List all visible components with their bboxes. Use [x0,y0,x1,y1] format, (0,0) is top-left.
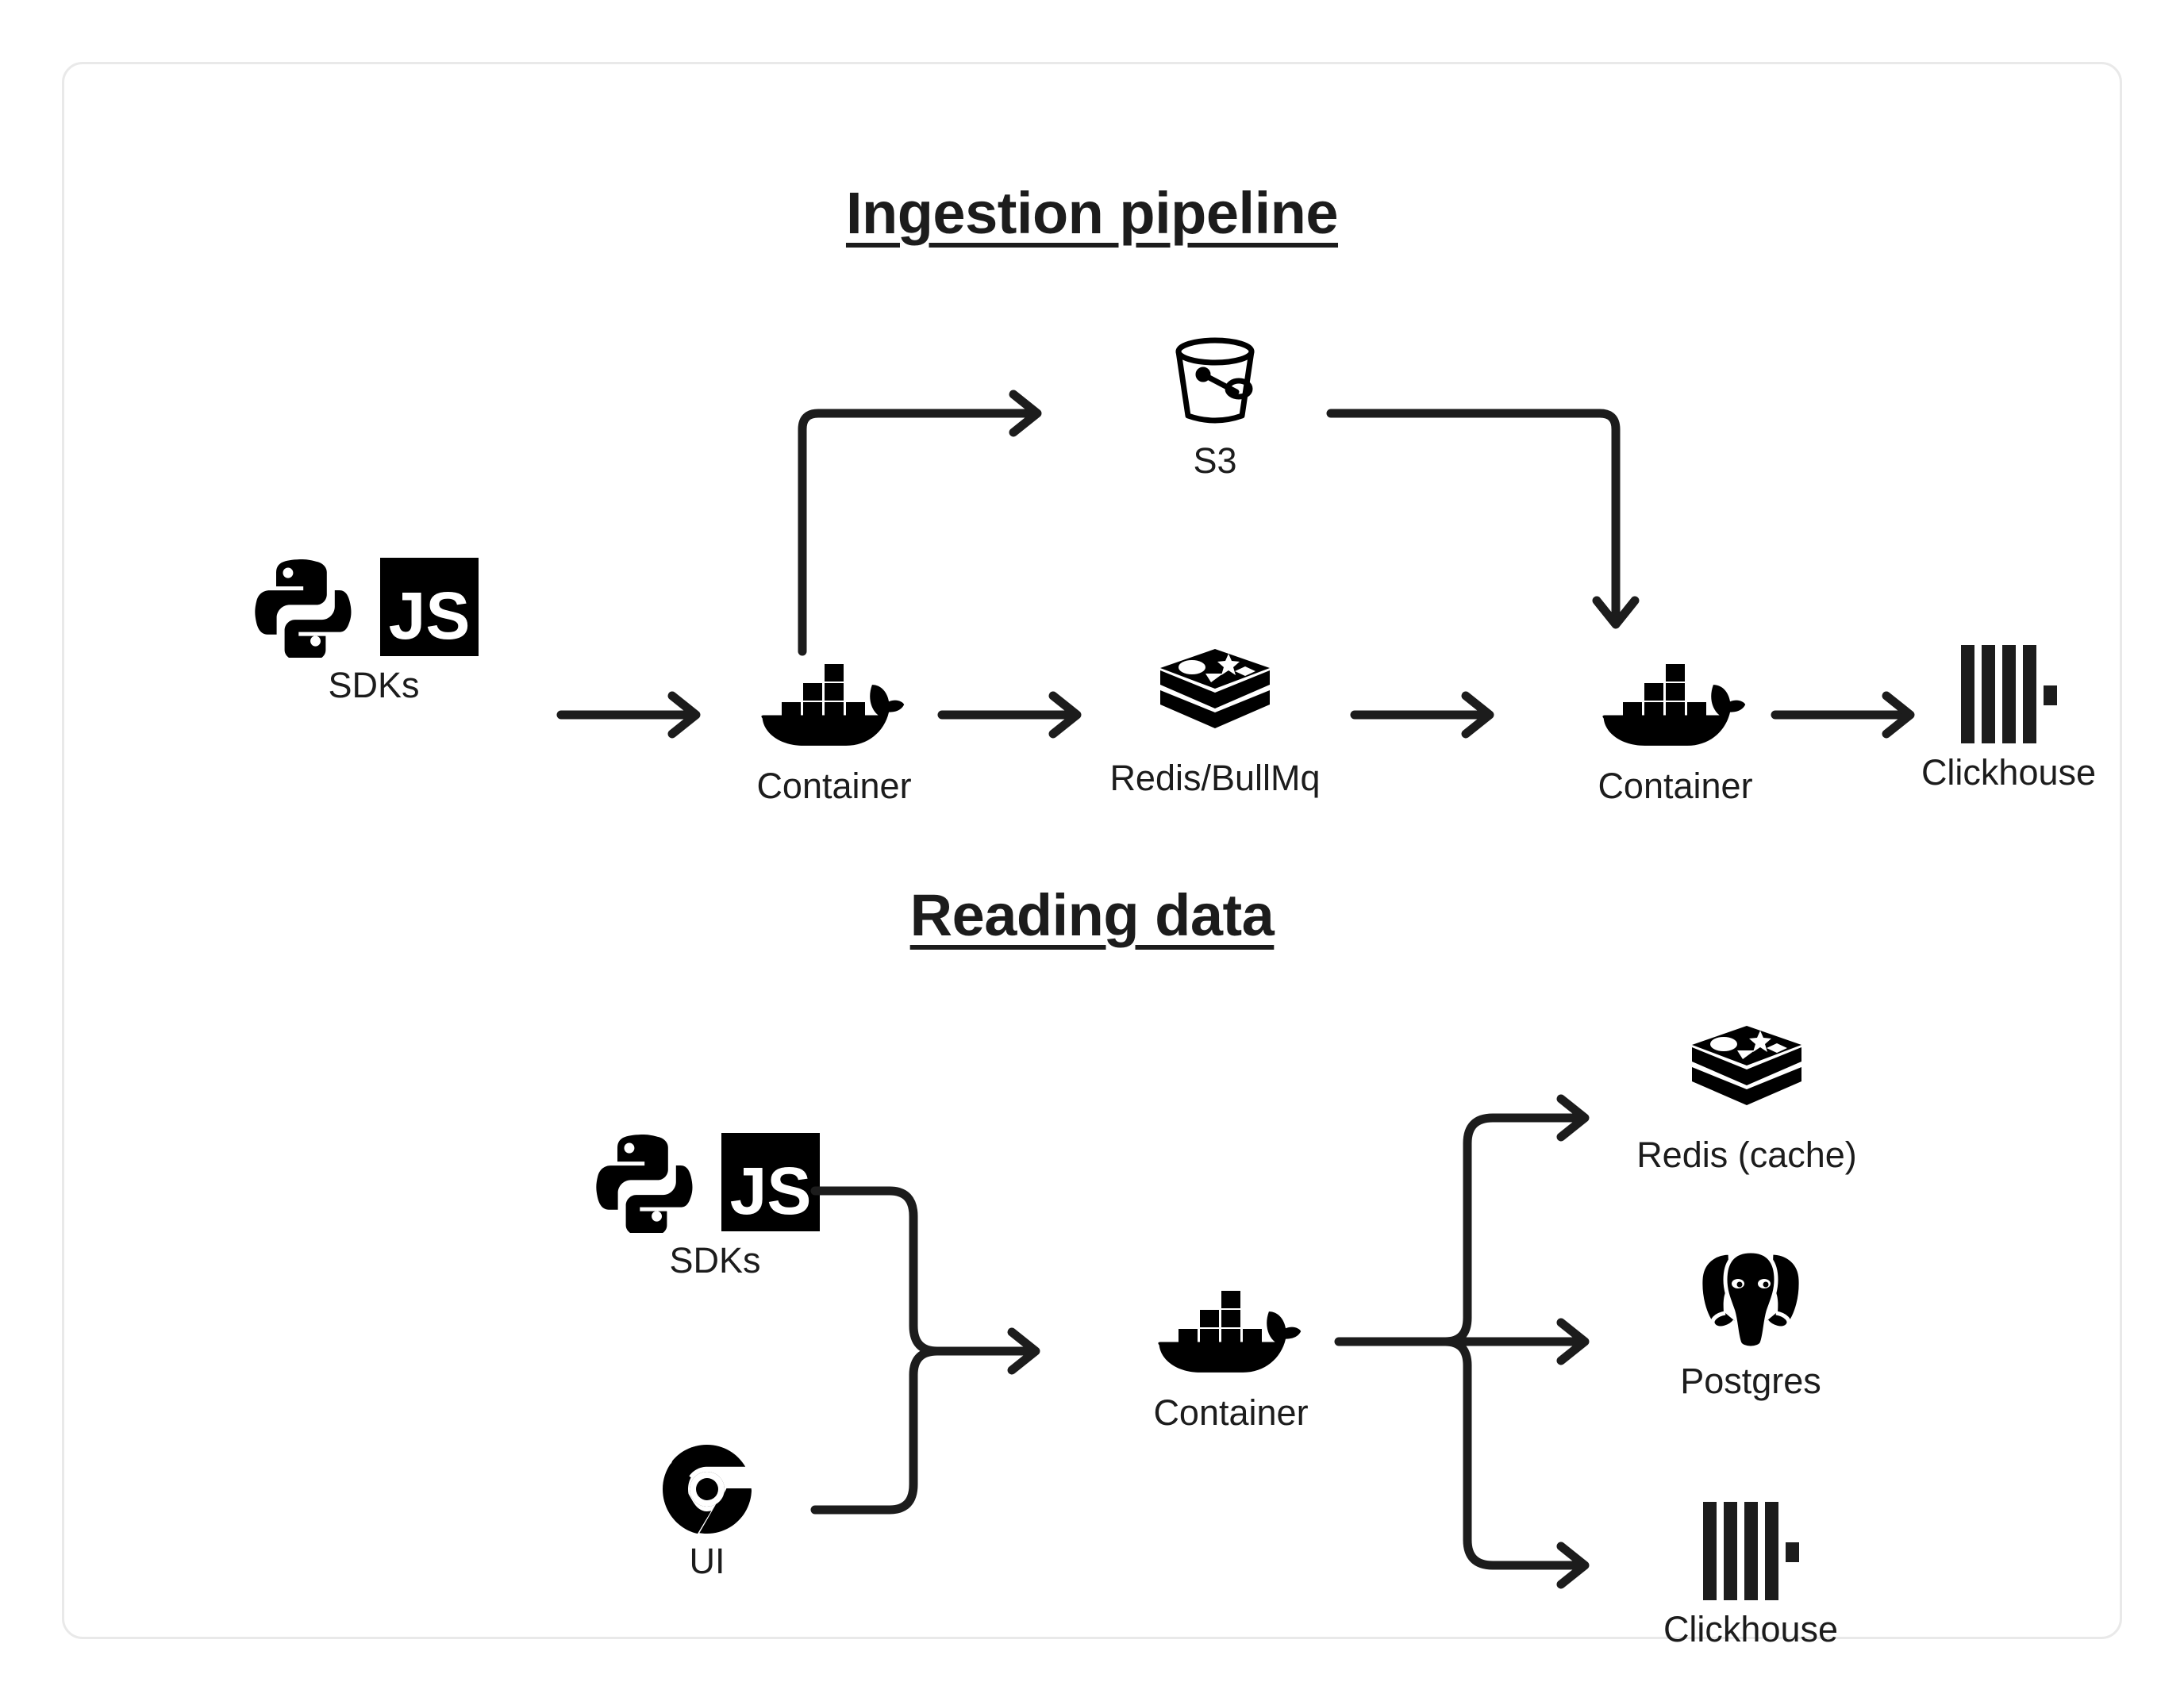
node-label-s3: S3 [1193,440,1237,481]
node-ui[interactable]: UI [628,1445,786,1581]
postgres-elephant-icon [1695,1246,1806,1354]
node-label-container-1: Container [756,766,912,806]
node-label-container-read: Container [1153,1392,1309,1433]
edge-container-1-to-s3 [779,382,1064,659]
node-sdks[interactable]: JS SDKs [247,556,501,705]
docker-icon [1601,651,1749,758]
bucket-icon [1163,330,1267,433]
section-title-ingestion: Ingestion pipeline [845,180,1339,246]
chrome-icon [663,1445,752,1534]
clickhouse-icon [1959,643,2059,745]
edge-s3-to-container-2 [1326,382,1659,643]
node-redis-cache[interactable]: Redis (cache) [1604,1024,1890,1175]
node-label-sdks: SDKs [328,665,420,705]
docker-icon [1157,1278,1305,1385]
diagram-card: Ingestion pipeline JS SDKs [62,62,2122,1649]
python-js-sdk-icon: JS [596,1131,834,1233]
node-clickhouse-read[interactable]: Clickhouse [1624,1500,1878,1649]
clickhouse-icon [1701,1500,1801,1602]
redis-icon [1687,1024,1806,1127]
edge-container-2-to-clickhouse [1771,691,1929,739]
node-label-redis-bullmq: Redis/BullMq [1109,758,1321,798]
node-label-container-2: Container [1598,766,1753,806]
docker-icon [760,651,908,758]
node-label-sdks-read: SDKs [669,1240,761,1281]
node-postgres[interactable]: Postgres [1624,1246,1878,1401]
python-js-sdk-icon: JS [255,556,493,658]
section-title-reading: Reading data [909,882,1275,948]
svg-text:JS: JS [389,578,471,653]
node-label-postgres: Postgres [1680,1361,1821,1401]
node-sdks-read[interactable]: JS SDKs [588,1131,842,1281]
node-container-read[interactable]: Container [1104,1278,1358,1433]
node-label-clickhouse-read: Clickhouse [1663,1609,1839,1649]
edge-merge-to-container-read [810,1175,1064,1524]
svg-text:JS: JS [730,1154,812,1228]
edge-redis-to-container-2 [1350,691,1509,739]
node-label-redis-cache: Redis (cache) [1636,1135,1857,1175]
edge-container-1-to-redis [937,691,1096,739]
node-container-2[interactable]: Container [1548,651,1802,806]
edge-fanout-container-read [1334,1080,1651,1603]
node-redis-bullmq[interactable]: Redis/BullMq [1072,647,1358,798]
node-label-ui: UI [689,1541,725,1581]
redis-icon [1155,647,1275,751]
node-label-clickhouse: Clickhouse [1921,752,2097,793]
edge-sdks-to-container-1 [556,691,715,739]
node-container-1[interactable]: Container [707,651,961,806]
node-clickhouse[interactable]: Clickhouse [1882,643,2136,793]
node-s3[interactable]: S3 [1096,330,1334,481]
